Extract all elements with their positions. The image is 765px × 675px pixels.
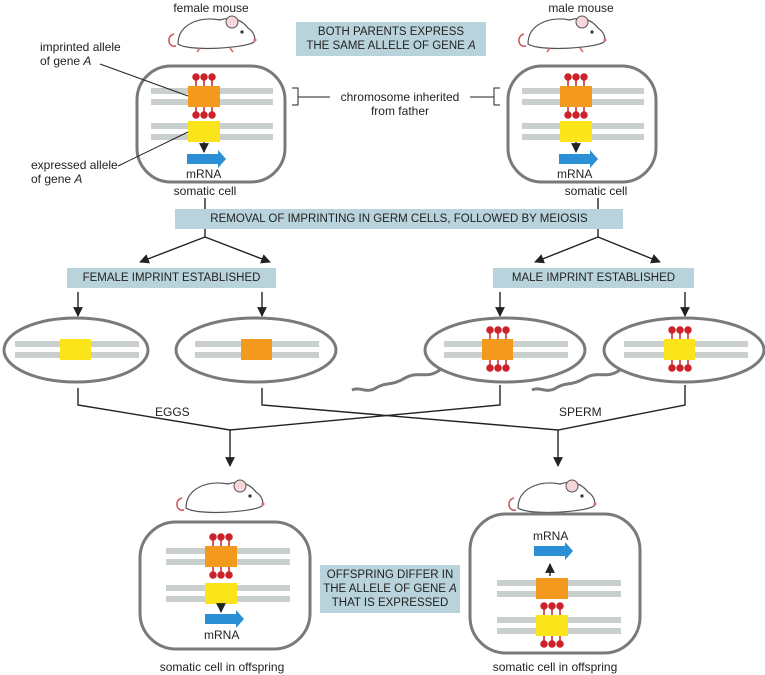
- mrna-arrow-icon: [187, 150, 226, 168]
- somatic-cell-offspring-label: somatic cell in offspring: [492, 660, 618, 674]
- methyl-marks-icon: [540, 602, 564, 648]
- mrna-arrow-icon: [205, 610, 244, 628]
- offspring-mouse-right-icon: [508, 479, 597, 514]
- imprinted-allele-pointer: [99, 63, 189, 97]
- imprinted-allele-label: imprinted allele of gene A: [40, 40, 121, 68]
- methyl-marks-icon: [564, 73, 588, 119]
- sperm-tail-icon: [531, 368, 621, 392]
- female-somatic-cell: [135, 64, 287, 184]
- flow-arrow: [204, 236, 271, 264]
- mrna-label: mRNA: [204, 628, 240, 642]
- mrna-label: mRNA: [557, 167, 593, 181]
- removal-imprinting-banner: REMOVAL OF IMPRINTING IN GERM CELLS, FOL…: [175, 209, 623, 229]
- male-somatic-cell: [506, 64, 658, 184]
- methyl-marks-icon: [486, 326, 510, 372]
- egg-cell-1: [2, 316, 150, 384]
- mrna-arrow-icon: [534, 542, 573, 560]
- methyl-marks-icon: [209, 533, 233, 579]
- offspring-cell-right: [468, 512, 642, 655]
- mrna-label: mRNA: [533, 529, 569, 543]
- methyl-marks-icon: [668, 326, 692, 372]
- expressed-allele-label: expressed allele of gene A: [31, 158, 118, 186]
- female-mouse-label: female mouse: [173, 1, 249, 15]
- expressed-allele-pointer: [117, 131, 189, 167]
- maternal-chromosome-pair: [151, 121, 273, 142]
- somatic-cell-label: somatic cell: [564, 184, 628, 198]
- mrna-label: mRNA: [186, 167, 222, 181]
- flow-arrow: [597, 236, 661, 264]
- eggs-label: EGGS: [155, 405, 190, 419]
- paternal-chromosome-pair: [151, 86, 273, 107]
- methyl-marks-icon: [192, 73, 216, 119]
- male-imprint-banner: MALE IMPRINT ESTABLISHED: [493, 268, 694, 288]
- somatic-cell-label: somatic cell: [173, 184, 237, 198]
- male-mouse-label: male mouse: [548, 1, 614, 15]
- sperm-cell-2: [531, 316, 765, 392]
- bracket-right: [470, 87, 500, 106]
- sperm-tail-icon: [351, 368, 441, 392]
- female-mouse-icon: [168, 15, 257, 53]
- both-parents-banner: BOTH PARENTS EXPRESS THE SAME ALLELE OF …: [296, 22, 486, 56]
- flow-arrow: [534, 236, 599, 264]
- somatic-cell-offspring-label: somatic cell in offspring: [159, 660, 285, 674]
- mrna-arrow-icon: [559, 150, 598, 168]
- sperm-label: SPERM: [559, 405, 602, 419]
- bracket-left: [292, 87, 330, 106]
- offspring-cell-left: [138, 520, 312, 651]
- chromosome-inherited-label: chromosome inherited from father: [340, 90, 460, 118]
- sperm-cell-1: [351, 316, 587, 392]
- offspring-mouse-left-icon: [176, 479, 265, 514]
- male-mouse-icon: [518, 15, 607, 53]
- egg-cell-2: [174, 316, 338, 384]
- female-imprint-banner: FEMALE IMPRINT ESTABLISHED: [67, 268, 276, 288]
- flow-arrow: [139, 236, 206, 264]
- offspring-differ-banner: OFFSPRING DIFFER IN THE ALLELE OF GENE A…: [320, 565, 460, 613]
